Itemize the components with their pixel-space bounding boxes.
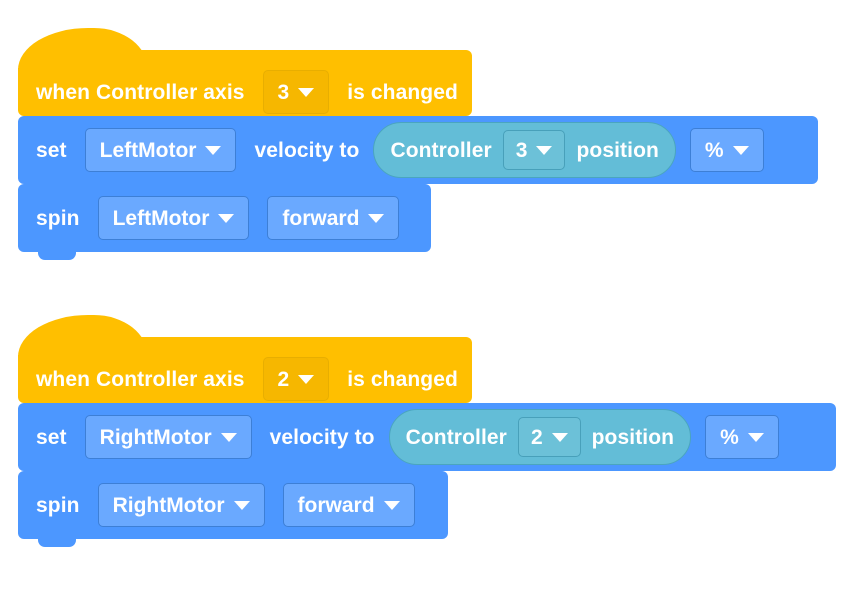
- chevron-down-icon: [233, 500, 250, 510]
- chevron-down-icon: [298, 87, 315, 97]
- set-keyword-label: set: [36, 425, 67, 449]
- hat-label-suffix: is changed: [347, 367, 458, 391]
- reporter-axis-dropdown-value: 2: [530, 425, 543, 449]
- when-controller-axis-changed-hat-block[interactable]: when Controller axis 3 is changed: [18, 28, 472, 124]
- motor-dropdown-value: LeftMotor: [99, 138, 197, 162]
- controller-axis-position-reporter[interactable]: Controller 3 position: [373, 122, 676, 178]
- unit-dropdown[interactable]: %: [689, 128, 764, 172]
- axis-dropdown[interactable]: 3: [262, 70, 330, 114]
- set-motor-velocity-block[interactable]: set LeftMotor velocity to Controller 3 p…: [18, 116, 818, 192]
- motor-dropdown-value: RightMotor: [99, 425, 212, 449]
- reporter-label-prefix: Controller: [390, 138, 492, 162]
- spin-keyword-label: spin: [36, 493, 80, 517]
- chevron-down-icon: [747, 432, 764, 442]
- reporter-axis-dropdown[interactable]: 3: [502, 130, 566, 170]
- unit-dropdown-value: %: [704, 138, 724, 162]
- spin-motor-dropdown[interactable]: RightMotor: [97, 483, 265, 527]
- chevron-down-icon: [383, 500, 400, 510]
- chevron-down-icon: [218, 213, 235, 223]
- spin-direction-dropdown[interactable]: forward: [282, 483, 415, 527]
- spin-direction-dropdown-value: forward: [282, 206, 360, 230]
- motor-dropdown[interactable]: RightMotor: [84, 415, 252, 459]
- controller-axis-position-reporter[interactable]: Controller 2 position: [388, 409, 692, 465]
- velocity-to-label: velocity to: [269, 425, 375, 449]
- chevron-down-icon: [298, 374, 315, 384]
- spin-direction-dropdown-value: forward: [297, 493, 375, 517]
- spin-direction-dropdown[interactable]: forward: [267, 196, 400, 240]
- hat-label-prefix: when Controller axis: [36, 367, 245, 391]
- spin-motor-dropdown[interactable]: LeftMotor: [97, 196, 250, 240]
- chevron-down-icon: [205, 145, 222, 155]
- hat-label-suffix: is changed: [347, 80, 458, 104]
- block-stack[interactable]: when Controller axis 3 is changed set Le…: [18, 28, 818, 260]
- hat-body: when Controller axis 2 is changed: [18, 355, 472, 403]
- hat-label-prefix: when Controller axis: [36, 80, 245, 104]
- spin-motor-dropdown-value: RightMotor: [112, 493, 225, 517]
- chevron-down-icon: [536, 145, 553, 155]
- chevron-down-icon: [732, 145, 749, 155]
- reporter-axis-dropdown-value: 3: [515, 138, 528, 162]
- spin-keyword-label: spin: [36, 206, 80, 230]
- chevron-down-icon: [551, 432, 568, 442]
- motor-dropdown[interactable]: LeftMotor: [84, 128, 237, 172]
- reporter-label-suffix: position: [576, 138, 659, 162]
- spin-motor-block[interactable]: spin LeftMotor forward: [18, 184, 431, 260]
- chevron-down-icon: [220, 432, 237, 442]
- reporter-label-prefix: Controller: [405, 425, 507, 449]
- unit-dropdown[interactable]: %: [705, 415, 779, 459]
- axis-dropdown-value: 3: [277, 80, 290, 104]
- set-motor-velocity-block[interactable]: set RightMotor velocity to Controller 2 …: [18, 403, 836, 479]
- chevron-down-icon: [368, 213, 385, 223]
- reporter-label-suffix: position: [591, 425, 675, 449]
- hat-body: when Controller axis 3 is changed: [18, 68, 472, 116]
- reporter-axis-dropdown[interactable]: 2: [517, 417, 581, 457]
- stack-bottom-nub: [38, 538, 76, 547]
- spin-motor-block[interactable]: spin RightMotor forward: [18, 471, 448, 547]
- axis-dropdown[interactable]: 2: [262, 357, 330, 401]
- block-stack[interactable]: when Controller axis 2 is changed set Ri…: [18, 315, 836, 547]
- set-keyword-label: set: [36, 138, 67, 162]
- axis-dropdown-value: 2: [277, 367, 290, 391]
- stack-bottom-nub: [38, 251, 76, 260]
- when-controller-axis-changed-hat-block[interactable]: when Controller axis 2 is changed: [18, 315, 472, 411]
- spin-motor-dropdown-value: LeftMotor: [112, 206, 210, 230]
- unit-dropdown-value: %: [720, 425, 739, 449]
- hat-top-bar: [128, 337, 472, 357]
- velocity-to-label: velocity to: [254, 138, 360, 162]
- hat-top-bar: [128, 50, 472, 70]
